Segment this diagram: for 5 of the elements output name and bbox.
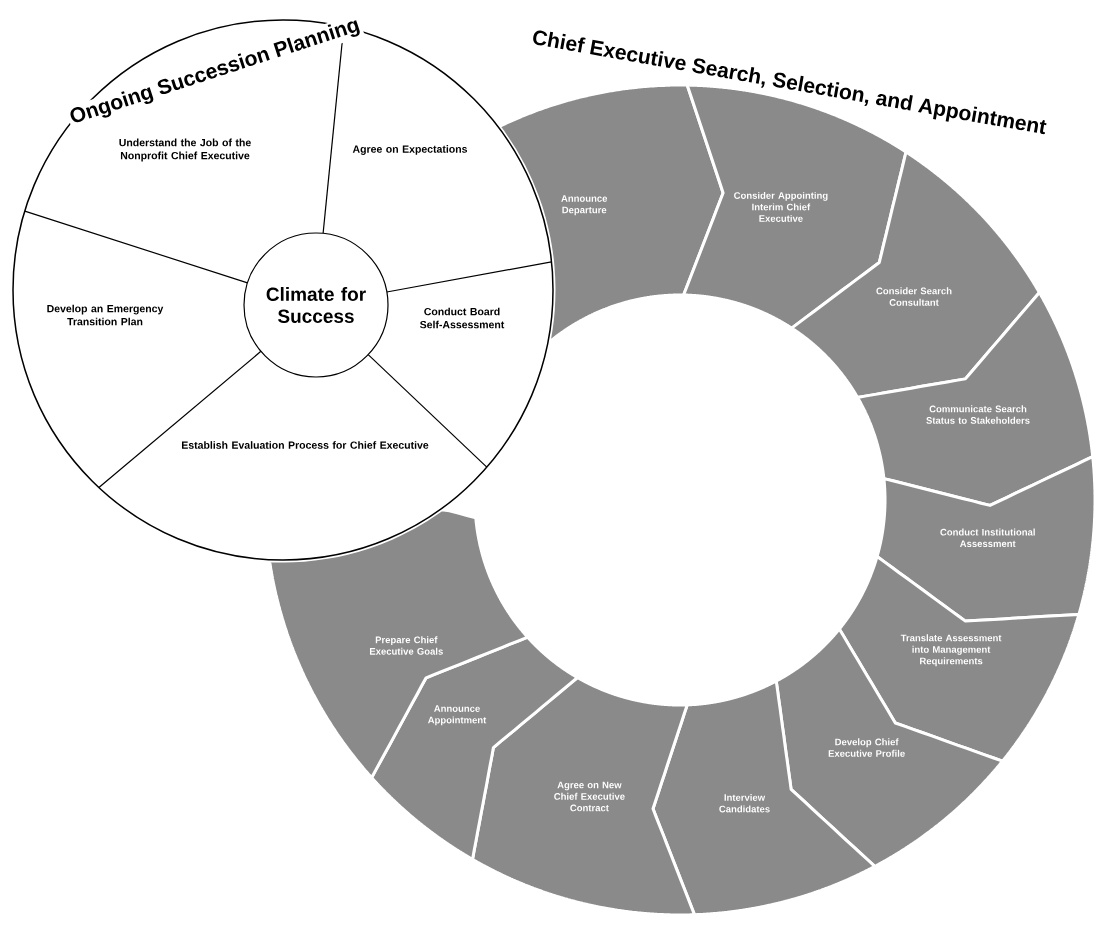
- sector-label: Understand the Job of the Nonprofit Chief Executive: [119, 138, 251, 162]
- sector-label: Establish Evaluation Process for Chief Executive: [182, 441, 429, 449]
- sector-label: Agree on Expectations: [352, 145, 468, 155]
- ring-segment: Conduct Institutional Assessment: [875, 455, 1097, 623]
- sector-label: Develop an Emergency Transition Plan: [47, 304, 164, 326]
